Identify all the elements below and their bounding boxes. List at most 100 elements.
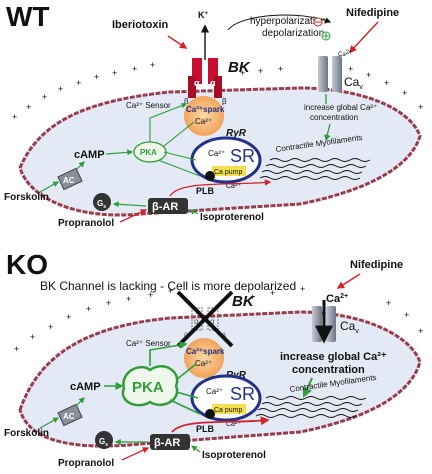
ko-gs — [95, 431, 113, 449]
ko-ac-to-camp — [75, 397, 85, 407]
ko-ca-spark — [184, 338, 224, 378]
wt-ca-spark — [184, 96, 224, 136]
ko-increase-ca-line1: increase global Ca²⁺ — [280, 351, 387, 363]
ko-sr-ca-ion-2: Ca²⁺ — [226, 421, 241, 428]
wt-sr-ca-ion-2: Ca²⁺ — [226, 183, 241, 190]
wt-plus-signs: +++ +++ +++ +++ +++ ++ — [12, 60, 423, 122]
ko-bk-label: BK — [232, 293, 255, 310]
ko-sr-label: SR — [230, 384, 255, 404]
wt-forskolin-arrow — [39, 181, 60, 193]
svg-text:α: α — [194, 317, 199, 326]
svg-text:+: + — [168, 286, 173, 296]
ko-plb-dot — [205, 409, 215, 419]
ko-cav-channel — [312, 300, 336, 344]
svg-text:+: + — [384, 78, 389, 88]
ko-ca-spark-label: Ca²⁺spark — [186, 347, 225, 356]
svg-text:+: + — [12, 112, 17, 122]
wt-beta-label-right: β — [222, 97, 227, 106]
wt-gs — [93, 193, 111, 211]
svg-text:+: + — [14, 344, 19, 354]
ko-panel: +++ +++ +++ ++ +++ + KO BK Channel is la… — [4, 249, 423, 469]
wt-propranolol-arrow — [119, 209, 148, 223]
wt-forskolin-label: Forskolin — [4, 192, 49, 203]
ko-ca-to-myofilament-arrow — [302, 377, 313, 398]
wt-alpha-label-left: α — [194, 78, 200, 88]
ko-nifedipine-arrow — [336, 273, 361, 289]
wt-sr-label: SR — [230, 146, 255, 166]
ko-myofilaments — [255, 396, 367, 418]
ko-ca-pump-label: Ca pump — [214, 407, 243, 414]
ko-ca2plus-label: Ca2+ — [326, 293, 348, 305]
svg-text:+: + — [86, 304, 91, 314]
wt-pka-links — [149, 104, 201, 177]
ko-nifedipine-label: Nifedipine — [350, 259, 403, 271]
svg-text:+: + — [112, 68, 117, 78]
ko-ac-box — [57, 403, 83, 427]
svg-text:+: + — [58, 84, 63, 94]
ko-camp-label: cAMP — [70, 381, 101, 393]
svg-text:+: + — [150, 60, 155, 70]
ko-ca-pump — [212, 404, 246, 414]
ko-ca-spark-ion: Ca²⁺ — [195, 359, 212, 368]
ko-betaar-to-sr — [171, 416, 270, 433]
wt-k-ion-label: K+ — [198, 10, 209, 20]
svg-text:+: + — [250, 292, 255, 302]
wt-iberiotoxin-arrow — [167, 35, 188, 49]
wt-isoproterenol-label: Isoproterenol — [200, 212, 264, 223]
wt-panel: +++ +++ +++ +++ +++ ++ WT Iberiotoxin K+… — [4, 1, 423, 229]
ko-gs-label: Gs — [99, 437, 108, 448]
wt-cav-label: Cav — [344, 75, 363, 91]
wt-nifedipine-label: Nifedipine — [346, 7, 399, 19]
wt-hyperpolarization-label: hyperpolarization — [250, 16, 326, 27]
svg-text:+: + — [26, 102, 31, 112]
wt-bk-label: BK — [228, 59, 251, 76]
svg-text:+: + — [366, 70, 371, 80]
svg-text:+: + — [48, 322, 53, 332]
ko-forskolin-label: Forskolin — [4, 428, 49, 439]
ko-ca-sensor-label: Ca²⁺ Sensor — [126, 339, 171, 348]
svg-text:+: + — [418, 102, 423, 112]
svg-text:+: + — [66, 312, 71, 322]
svg-text:+: + — [258, 66, 263, 76]
ko-isoproterenol-label: Isoproterenol — [202, 450, 266, 461]
wt-ca-pump-label: Ca pump — [214, 169, 243, 176]
ko-increase-ca-line2: concentration — [292, 364, 365, 376]
ko-propranolol-arrow — [121, 447, 150, 461]
wt-cav-channel — [318, 56, 342, 92]
svg-text:+: + — [240, 68, 245, 78]
wt-ca2plus-entry: Ca2+ — [338, 50, 353, 58]
wt-ca-pump — [212, 166, 246, 176]
wt-ca-spark-label: Ca²⁺spark — [186, 105, 225, 114]
svg-text:+: + — [30, 332, 35, 342]
wt-nifedipine-arrow — [348, 21, 379, 54]
wt-ca-spark-ion: Ca²⁺ — [195, 117, 212, 126]
wt-plb-label: PLB — [196, 186, 215, 196]
svg-text:+: + — [404, 310, 409, 320]
wt-increase-ca-line1: increase global Ca²⁺ — [304, 103, 377, 112]
ko-panel-label: KO — [6, 249, 48, 280]
wt-ca-sensor-label: Ca²⁺ Sensor — [126, 101, 171, 110]
svg-text:+: + — [106, 298, 111, 308]
wt-camp-label: cAMP — [74, 149, 105, 161]
ko-propranolol-label: Propranolol — [58, 458, 114, 469]
svg-text:+: + — [402, 88, 407, 98]
wt-propranolol-label: Propranolol — [58, 218, 114, 229]
svg-text:+: + — [386, 298, 391, 308]
svg-text:+: + — [278, 64, 283, 74]
svg-text:+: + — [270, 288, 275, 298]
svg-text:+: + — [94, 72, 99, 82]
wt-pka-label: PKA — [140, 148, 157, 157]
wt-iberiotoxin-label: Iberiotoxin — [112, 19, 169, 31]
wt-ca-to-myofilament-arrow — [326, 94, 330, 140]
svg-text:+: + — [42, 92, 47, 102]
wt-betaar-to-gs — [112, 201, 147, 208]
wt-beta-ar-box — [148, 198, 188, 214]
ko-cav-label: Cav — [340, 319, 359, 335]
wt-alpha-label-right: α — [210, 78, 216, 88]
wt-sr-ca-ion: Ca²⁺ — [208, 149, 225, 158]
svg-text:α: α — [210, 317, 215, 326]
ko-sr-ca-ion: Ca²⁺ — [206, 387, 223, 396]
svg-text:+: + — [300, 284, 305, 294]
ko-plus-signs: +++ +++ +++ ++ +++ + — [14, 284, 423, 354]
ko-beta-ar-box — [150, 434, 190, 450]
